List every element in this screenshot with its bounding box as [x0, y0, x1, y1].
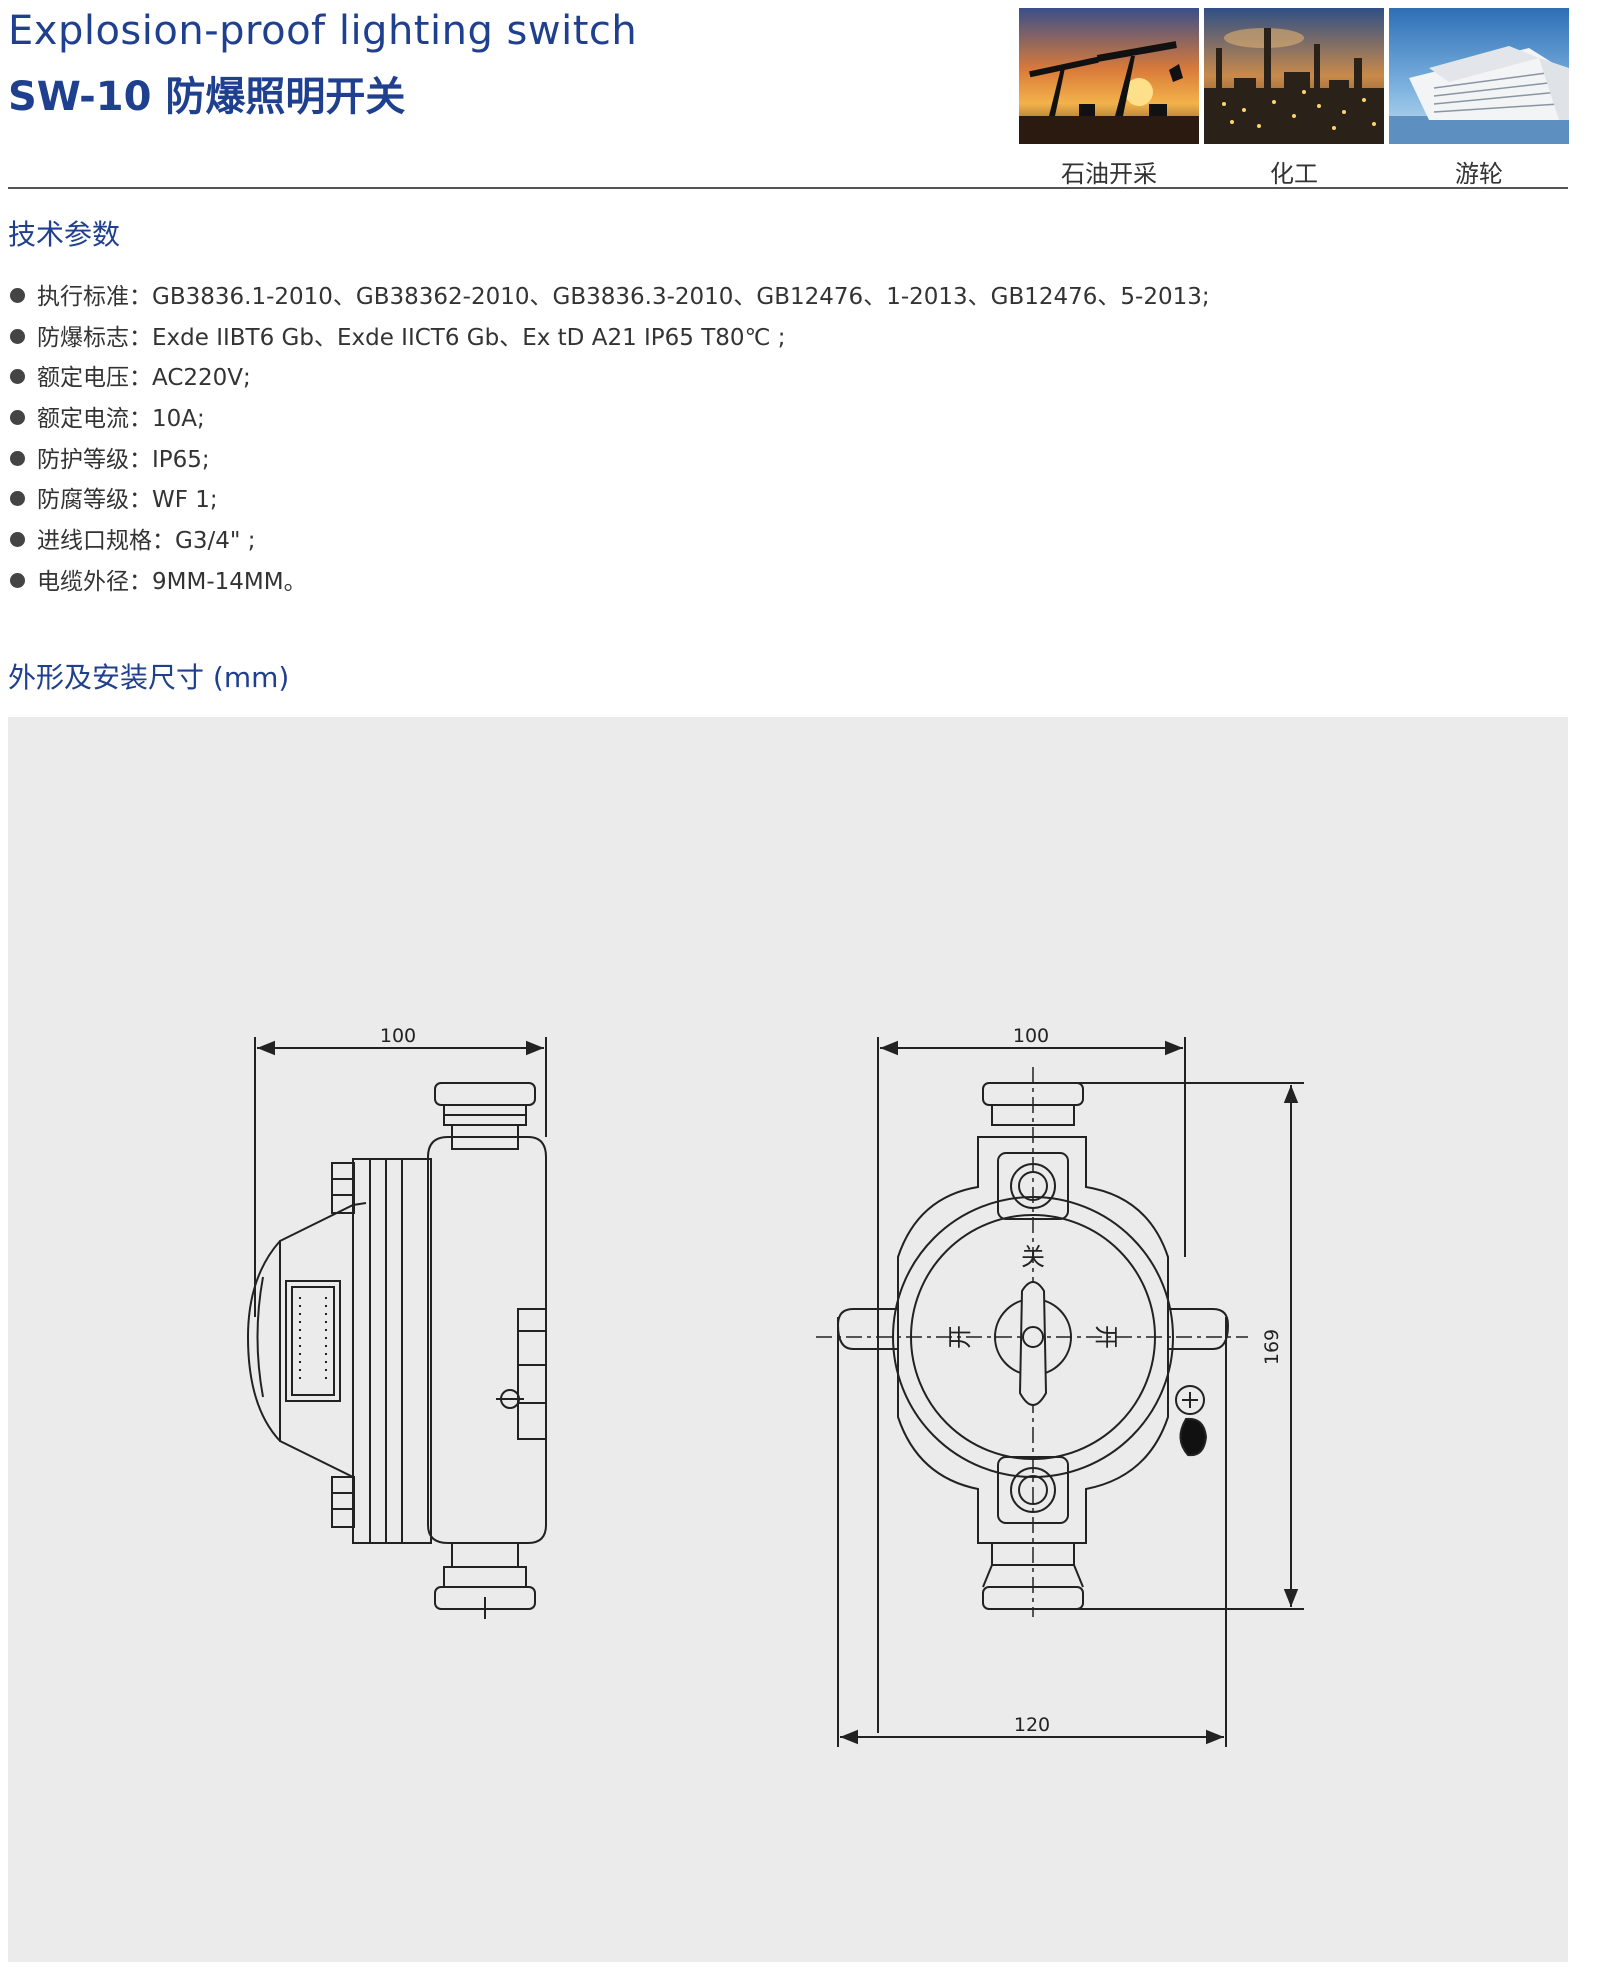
spec-value: IP65; — [152, 446, 210, 473]
drawing-panel: 100 100 120 169 关 开 开 — [8, 717, 1568, 1962]
technical-drawing: 100 100 120 169 关 开 开 — [246, 1025, 1304, 1747]
bullet-icon — [10, 328, 25, 344]
spec-item: 防腐等级：WF 1; — [10, 480, 1210, 521]
spec-item: 执行标准：GB3836.1-2010、GB38362-2010、GB3836.3… — [10, 277, 1210, 318]
spec-value: WF 1; — [152, 487, 218, 514]
spec-list: 执行标准：GB3836.1-2010、GB38362-2010、GB3836.3… — [10, 277, 1210, 603]
spec-value: G3/4" ; — [175, 528, 256, 555]
application-label-cruise: 游轮 — [1455, 160, 1503, 188]
spec-value: Exde IIBT6 Gb、Exde IICT6 Gb、Ex tD A21 IP… — [152, 324, 786, 351]
spec-value: GB3836.1-2010、GB38362-2010、GB3836.3-2010… — [152, 284, 1210, 310]
tech-params-title: 技术参数 — [8, 218, 121, 251]
bullet-icon — [10, 369, 25, 385]
spec-label: 额定电压： — [37, 365, 152, 392]
front-width-label: 100 — [1013, 1025, 1049, 1047]
side-view — [246, 1037, 547, 1619]
mount-width-label: 120 — [1014, 1714, 1050, 1736]
spec-value: 10A; — [152, 406, 205, 433]
spec-label: 执行标准： — [37, 284, 152, 310]
spec-value: 9MM-14MM。 — [152, 568, 307, 595]
bullet-icon — [10, 491, 25, 507]
title-chinese: SW-10 防爆照明开关 — [8, 74, 406, 120]
cruise-ship-image — [1389, 8, 1569, 144]
header-divider — [8, 187, 1568, 189]
side-width-label: 100 — [380, 1025, 416, 1047]
bullet-icon — [10, 410, 25, 426]
dimensions-title: 外形及安装尺寸 (mm) — [8, 661, 290, 694]
spec-item: 进线口规格：G3/4" ; — [10, 521, 1210, 562]
front-view — [816, 1037, 1304, 1747]
spec-label: 防护等级： — [37, 446, 152, 473]
spec-item: 防爆标志：Exde IIBT6 Gb、Exde IICT6 Gb、Ex tD A… — [10, 318, 1210, 359]
switch-on-mark-left: 开 — [946, 1325, 974, 1349]
application-label-oil: 石油开采 — [1061, 160, 1157, 188]
spec-item: 防护等级：IP65; — [10, 440, 1210, 481]
oil-pump-image — [1019, 8, 1199, 144]
bullet-icon — [10, 532, 25, 548]
spec-value: AC220V; — [152, 365, 251, 392]
chemical-plant-image — [1204, 8, 1384, 144]
spec-item: 电缆外径：9MM-14MM。 — [10, 562, 1210, 603]
switch-on-mark-right: 开 — [1092, 1325, 1120, 1349]
switch-off-mark: 关 — [1021, 1243, 1045, 1271]
spec-label: 电缆外径： — [37, 568, 152, 595]
spec-label: 防爆标志： — [37, 324, 152, 351]
bullet-icon — [10, 450, 25, 466]
application-images: 石油开采 — [1019, 8, 1574, 188]
spec-label: 额定电流： — [37, 406, 152, 433]
height-label: 169 — [1261, 1329, 1283, 1365]
spec-item: 额定电压：AC220V; — [10, 358, 1210, 399]
bullet-icon — [10, 288, 25, 303]
spec-item: 额定电流：10A; — [10, 399, 1210, 440]
spec-label: 进线口规格： — [37, 528, 175, 555]
bullet-icon — [10, 572, 25, 588]
application-label-chemical: 化工 — [1270, 160, 1318, 188]
spec-label: 防腐等级： — [37, 487, 152, 514]
title-english: Explosion-proof lighting switch — [8, 8, 638, 54]
